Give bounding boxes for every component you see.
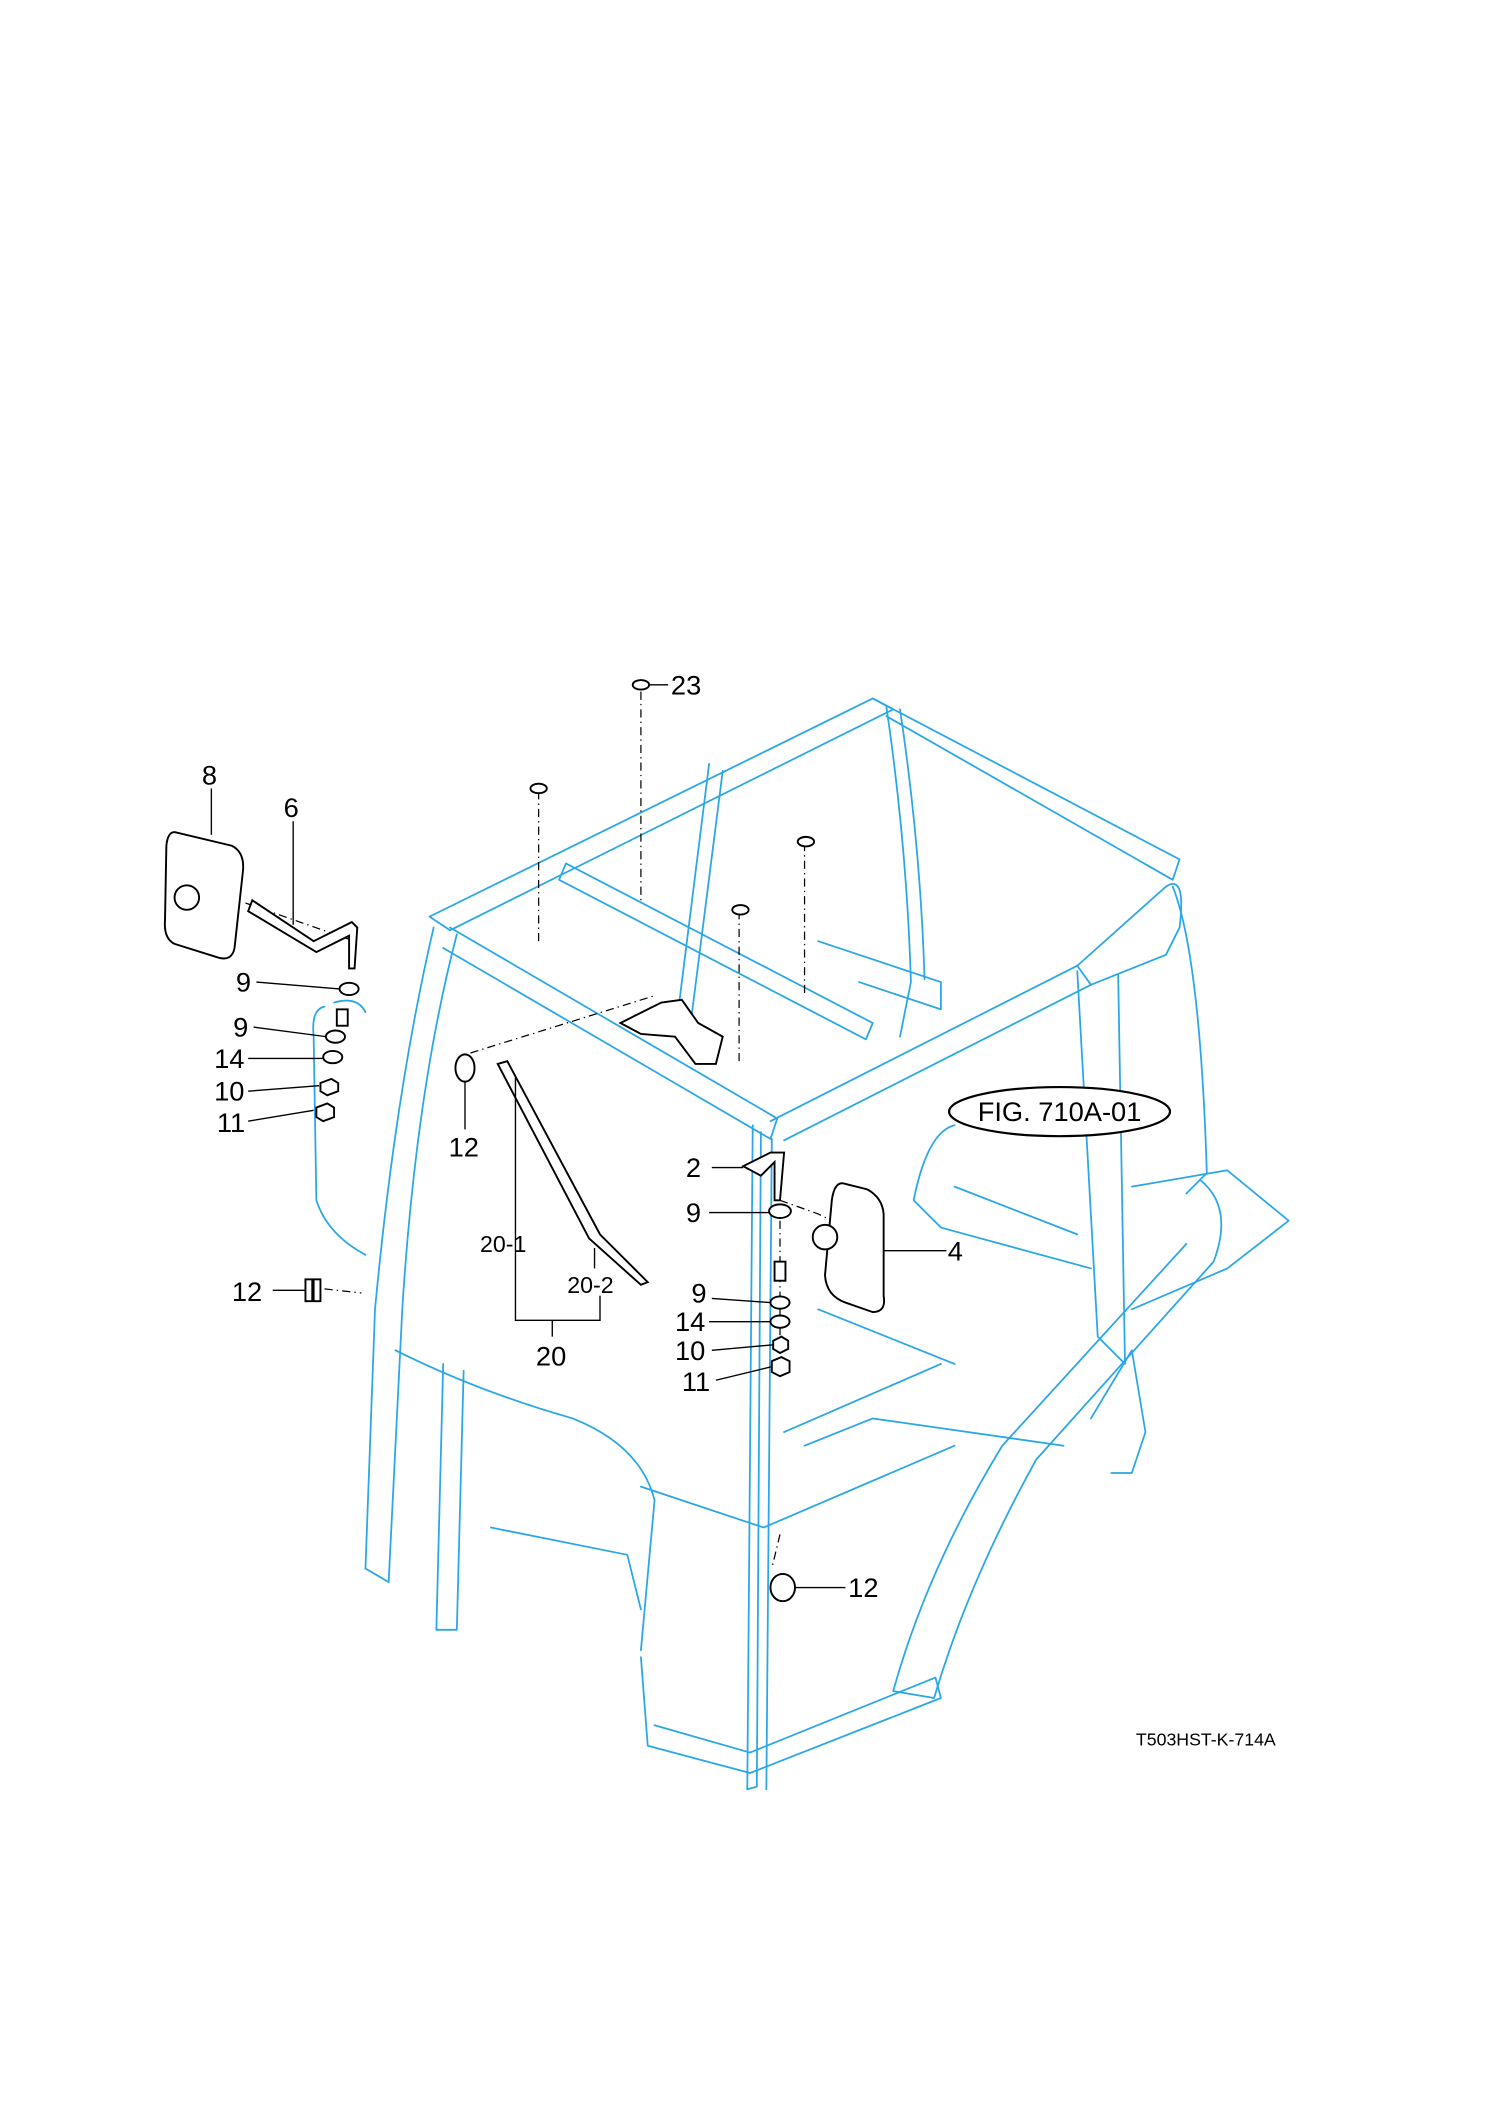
mirror-stay-2	[741, 1151, 786, 1202]
callout-23: 23	[671, 669, 701, 700]
wiper-arm	[496, 1060, 650, 1286]
callout-11: 11	[682, 1366, 710, 1397]
callout-14: 14	[214, 1043, 244, 1074]
mirror-stay-6	[247, 898, 359, 970]
figure-reference-label: FIG. 710A-01	[978, 1096, 1142, 1127]
callout-6: 6	[284, 792, 299, 823]
callout-12: 12	[232, 1276, 262, 1307]
callout-20-2: 20-2	[567, 1272, 613, 1298]
cab-frame	[312, 697, 1290, 1791]
callout-11: 11	[217, 1107, 245, 1138]
figure-reference-link[interactable]: FIG. 710A-01	[948, 1085, 1172, 1138]
callout-20: 20	[536, 1340, 566, 1371]
callout-4: 4	[948, 1235, 963, 1266]
wiper-motor	[618, 998, 724, 1065]
drawing-code: T503HST-K-714A	[1136, 1730, 1276, 1750]
callout-9: 9	[236, 967, 251, 998]
mirror-4	[824, 1182, 886, 1314]
callout-9: 9	[691, 1278, 706, 1309]
callout-labels: 23 8 6 9 9 14 10 11 12 12 20-1 20-2 20 2…	[202, 669, 963, 1603]
callout-12: 12	[848, 1572, 878, 1603]
callout-8: 8	[202, 759, 217, 790]
callout-2: 2	[686, 1152, 701, 1183]
callout-20-1: 20-1	[480, 1231, 526, 1257]
callout-9: 9	[233, 1012, 248, 1043]
leader-lines	[210, 684, 947, 1589]
callout-14: 14	[675, 1306, 705, 1337]
callout-10: 10	[214, 1076, 244, 1107]
callout-9: 9	[686, 1197, 701, 1228]
parts	[163, 679, 886, 1603]
mirror-8	[163, 831, 245, 960]
callout-12: 12	[449, 1132, 479, 1163]
callout-10: 10	[675, 1335, 705, 1366]
